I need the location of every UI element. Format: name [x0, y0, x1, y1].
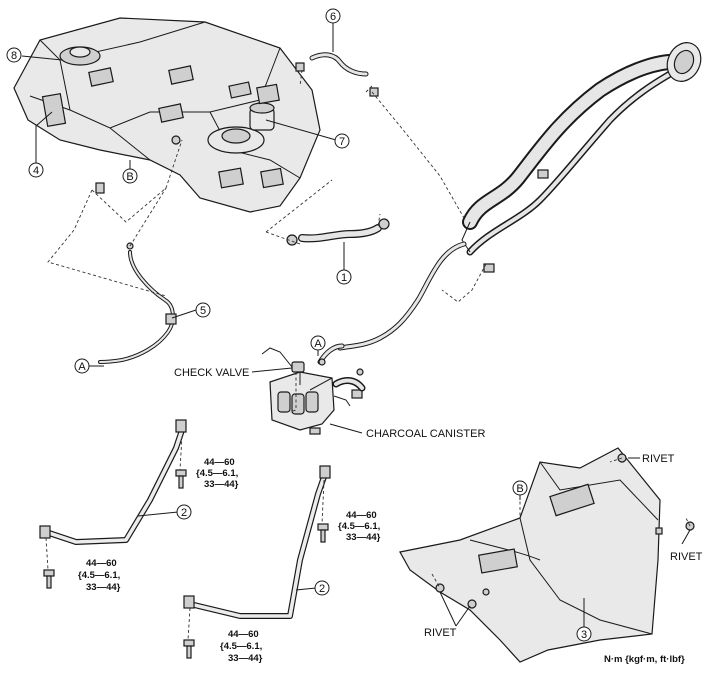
callout-A-1: A: [74, 358, 90, 374]
fuel-hose-1: [286, 218, 390, 246]
svg-text:33—44}: 33—44}: [346, 532, 381, 543]
callout-8: 8: [6, 47, 22, 63]
dashed-leaders: [45, 69, 691, 641]
svg-text:{4.5—6.1,: {4.5—6.1,: [338, 521, 380, 532]
callout-1: 1: [336, 269, 352, 285]
rivet-label-top: RIVET: [642, 453, 675, 465]
fuel-tank-insulator: [399, 447, 695, 663]
svg-text:8: 8: [11, 50, 17, 62]
torque-spec-3: 44—60 {4.5—6.1, 33—44}: [338, 510, 381, 543]
callout-leaders: [21, 18, 691, 628]
callout-B-2: B: [512, 480, 528, 496]
callout-2-right: 2: [314, 580, 330, 596]
torque-spec-4: 44—60 {4.5—6.1, 33—44}: [220, 629, 263, 664]
svg-text:33—44}: 33—44}: [86, 582, 121, 593]
charcoal-canister: [261, 343, 366, 435]
callout-A-2: A: [310, 335, 326, 351]
callout-4: 4: [28, 162, 44, 178]
svg-text:7: 7: [339, 136, 345, 148]
callout-7: 7: [334, 133, 350, 149]
svg-text:44—60: 44—60: [346, 510, 377, 521]
svg-text:2: 2: [319, 583, 325, 595]
svg-text:B: B: [516, 483, 523, 495]
callout-2-left: 2: [176, 504, 192, 520]
svg-text:{4.5—6.1,: {4.5—6.1,: [220, 641, 262, 652]
fuel-filler-pipe: [461, 42, 702, 273]
svg-text:33—44}: 33—44}: [228, 653, 263, 664]
strap-bolts: [43, 469, 329, 659]
callout-5: 5: [195, 302, 211, 318]
svg-text:6: 6: [330, 11, 336, 23]
callout-B-1: B: [122, 168, 138, 184]
callout-6: 6: [325, 8, 341, 24]
units-note: N·m {kgf·m, ft·lbf}: [604, 654, 685, 665]
svg-text:5: 5: [200, 305, 206, 317]
rivet-label-bottom: RIVET: [424, 627, 457, 639]
svg-text:44—60: 44—60: [86, 558, 117, 569]
svg-text:44—60: 44—60: [228, 629, 259, 640]
svg-text:A: A: [78, 361, 86, 373]
callout-3: 3: [576, 626, 592, 642]
evap-tube: [337, 241, 467, 351]
svg-text:33—44}: 33—44}: [204, 479, 239, 490]
rivet-label-right: RIVET: [670, 551, 703, 563]
svg-text:B: B: [126, 171, 133, 183]
svg-text:3: 3: [581, 629, 587, 641]
svg-text:A: A: [314, 338, 322, 350]
svg-text:{4.5—6.1,: {4.5—6.1,: [78, 570, 120, 581]
svg-text:{4.5—6.1,: {4.5—6.1,: [196, 468, 238, 479]
svg-text:4: 4: [33, 165, 39, 177]
torque-spec-1: 44—60 {4.5—6.1, 33—44}: [196, 457, 239, 490]
charcoal-canister-label: CHARCOAL CANISTER: [366, 428, 485, 440]
fuel-tank-strap-right: [183, 465, 331, 619]
fuel-tank-strap-left: [39, 419, 187, 545]
fuel-tank: [13, 17, 321, 213]
torque-spec-2: 44—60 {4.5—6.1, 33—44}: [78, 558, 121, 593]
svg-text:1: 1: [341, 272, 347, 284]
fuel-tube-5: [95, 182, 177, 364]
svg-text:44—60: 44—60: [204, 457, 235, 468]
check-valve-label: CHECK VALVE: [174, 367, 249, 379]
evap-hose-6: [295, 52, 379, 97]
svg-text:2: 2: [181, 507, 187, 519]
